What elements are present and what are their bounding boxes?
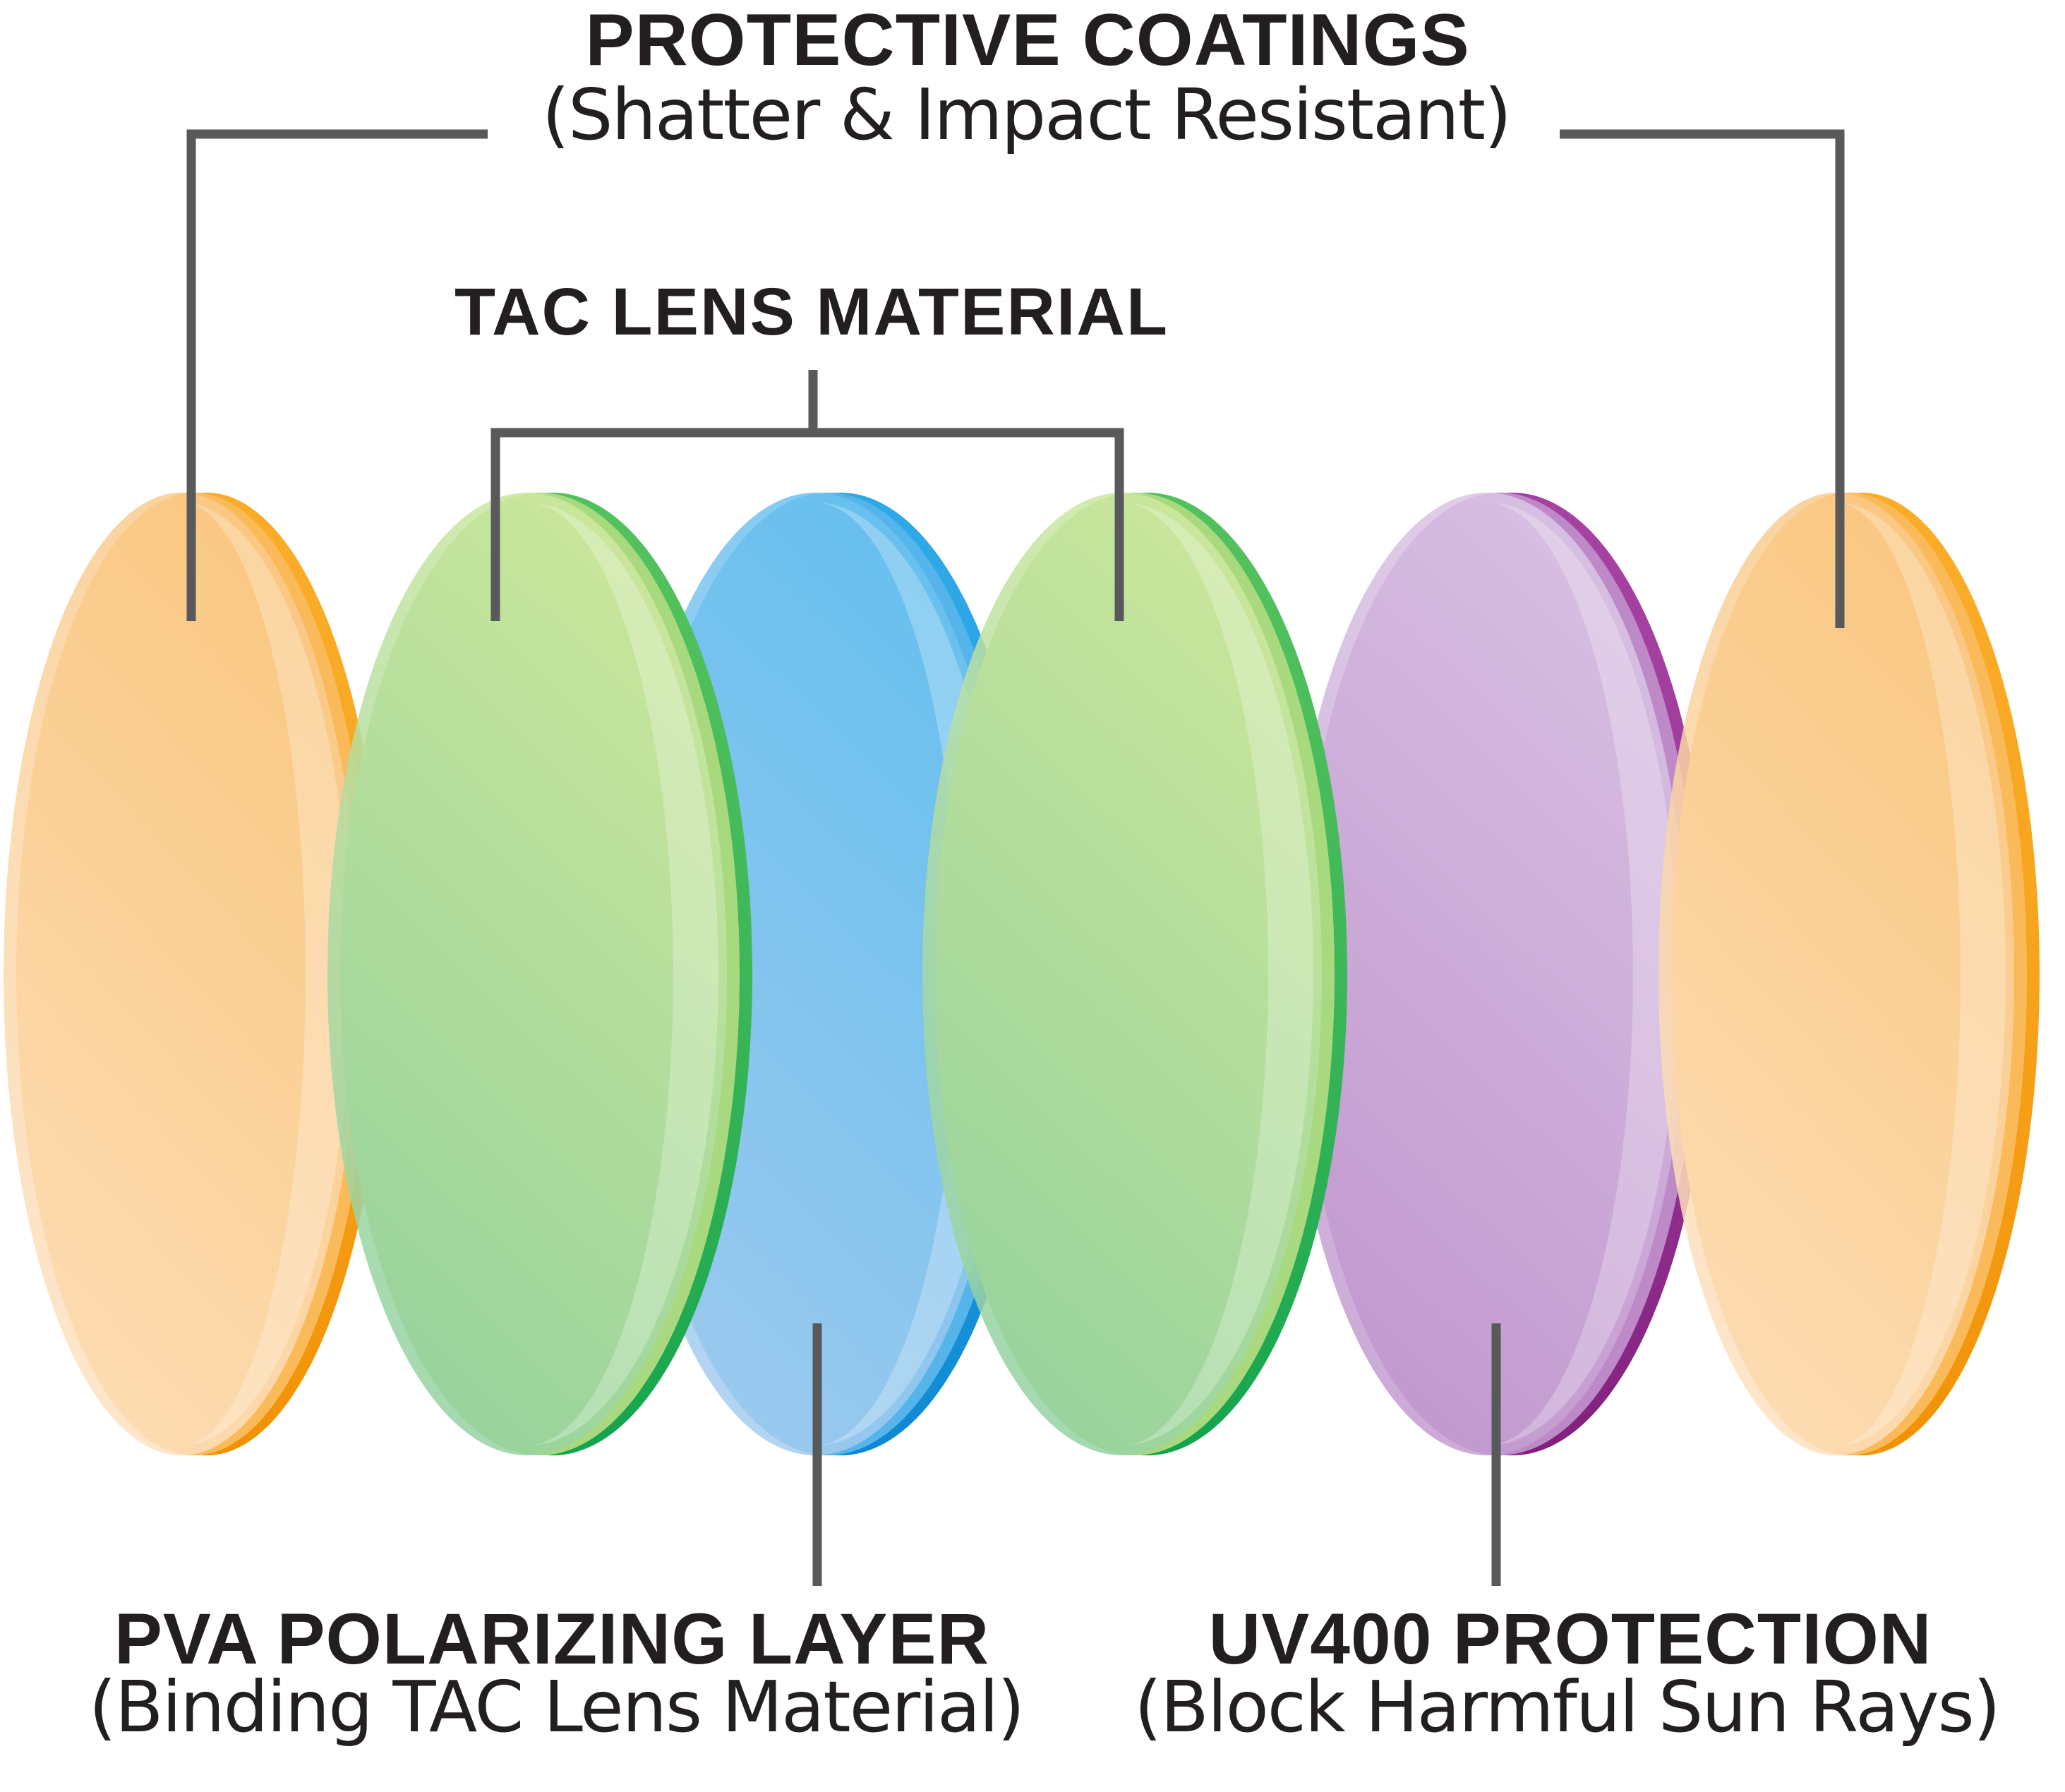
lens-disc-stack [4, 493, 2040, 1455]
uv400-sublabel: (Block Harmful Sun Rays) [1134, 1666, 2001, 1748]
page-title: PROTECTIVE COATINGS [585, 0, 1470, 81]
page-subtitle: (Shatter & Impact Resistant) [542, 73, 1512, 156]
uv400-layer-highlight [1487, 503, 1678, 1445]
tac-lens-left-highlight [527, 503, 718, 1445]
connector-protective-left [186, 129, 488, 621]
protective-coating-left-highlight [181, 503, 351, 1445]
uv400-label: UV400 PROTECTION [1208, 1599, 1932, 1679]
protective-coating-left-face [4, 493, 359, 1455]
lens-disc-tac-lens-left [327, 493, 752, 1455]
connector-lines [186, 129, 1845, 1586]
tac-lens-left-face [327, 493, 727, 1455]
connector-protective-right [1560, 129, 1845, 628]
tac-lens-label: TAC LENS MATERIAL [454, 275, 1169, 349]
lens-disc-protective-coating-right [1658, 493, 2040, 1455]
lens-disc-tac-lens-right [922, 493, 1347, 1455]
pva-layer-label: PVA POLARIZING LAYER [114, 1599, 990, 1679]
pva-layer-sublabel: (Binding TAC Lens Material) [88, 1666, 1025, 1748]
lens-disc-protective-coating-left [4, 493, 385, 1455]
lens-disc-uv400-layer [1287, 493, 1712, 1455]
protective-coating-right-highlight [1836, 503, 2006, 1445]
connector-tac-bracket [490, 428, 1124, 621]
tac-lens-right-highlight [1122, 503, 1313, 1445]
protective-coating-right-face [1658, 493, 2014, 1455]
tac-lens-right-face [922, 493, 1322, 1455]
uv400-layer-face [1287, 493, 1687, 1455]
